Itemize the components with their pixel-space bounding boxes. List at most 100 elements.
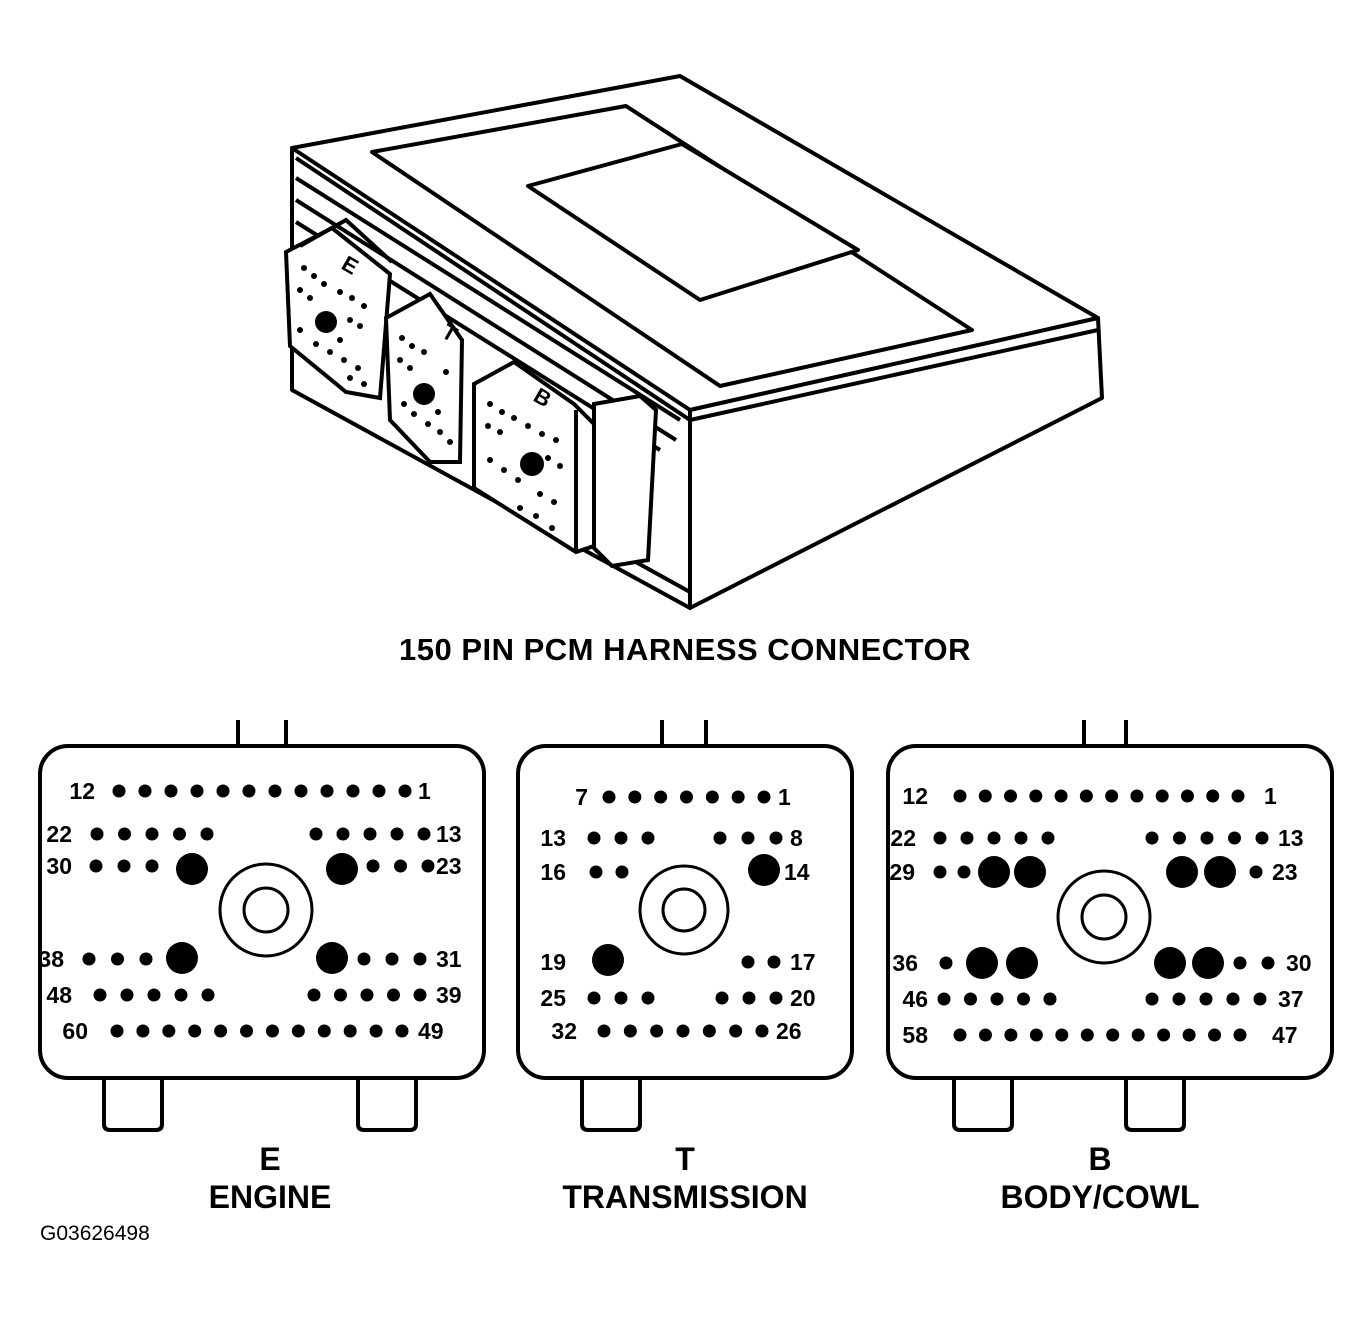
pin	[216, 784, 230, 798]
pin	[715, 991, 729, 1005]
pin-label-left: 60	[62, 1018, 88, 1044]
pin	[1226, 992, 1240, 1006]
pin	[117, 859, 131, 873]
pin	[957, 865, 971, 879]
pin-label-right: 17	[790, 949, 816, 975]
pin	[421, 859, 435, 873]
connector-t-center-ring	[638, 864, 730, 956]
pin	[390, 827, 404, 841]
pin	[1233, 956, 1247, 970]
pin-label-left: 46	[902, 986, 928, 1012]
pin	[1080, 1028, 1094, 1042]
pin	[978, 789, 992, 803]
pin-label-right: 1	[778, 784, 791, 810]
pin	[90, 827, 104, 841]
pin	[742, 991, 756, 1005]
pin	[597, 1024, 611, 1038]
power-pin	[1006, 947, 1038, 979]
pin-label-left: 13	[540, 825, 566, 851]
pin	[190, 784, 204, 798]
pin	[118, 827, 131, 841]
pin	[112, 784, 126, 798]
connector-t-body	[516, 744, 854, 1080]
pin	[1054, 789, 1068, 803]
connector-t-center-hole	[661, 887, 707, 933]
pin-label-right: 37	[1278, 986, 1304, 1012]
pin	[960, 831, 974, 845]
pin	[654, 790, 668, 804]
power-pin	[166, 942, 198, 974]
pin	[1079, 789, 1093, 803]
connector-b-foot	[1124, 1078, 1186, 1132]
pin	[680, 790, 693, 804]
pin	[138, 784, 152, 798]
pin	[713, 831, 727, 845]
pin-label-right: 8	[790, 825, 803, 851]
pin	[1004, 789, 1018, 803]
pin	[953, 1028, 967, 1042]
pin	[589, 865, 603, 879]
pin	[987, 831, 1001, 845]
pin	[336, 827, 350, 841]
pin-label-right: 47	[1272, 1022, 1298, 1048]
pin	[360, 988, 374, 1002]
pin	[214, 1024, 228, 1038]
pin	[614, 991, 628, 1005]
pin	[1208, 1028, 1222, 1042]
pin	[933, 831, 947, 845]
pin	[201, 988, 215, 1002]
pin	[741, 955, 755, 969]
pin	[387, 988, 400, 1002]
pin	[1206, 789, 1220, 803]
connector-b-center-ring	[1056, 869, 1152, 965]
pin	[145, 827, 159, 841]
pin	[413, 988, 427, 1002]
connector-b-caption: B BODY/COWL	[960, 1140, 1240, 1216]
pin	[767, 955, 781, 969]
pin	[1157, 1028, 1171, 1042]
connector-t-foot	[580, 1078, 642, 1132]
pin	[93, 988, 107, 1002]
pin	[676, 1024, 690, 1038]
pin	[1029, 789, 1043, 803]
pin	[1231, 789, 1245, 803]
pin-label-left: 22	[46, 821, 72, 847]
pin	[1014, 831, 1028, 845]
pin	[1029, 1028, 1043, 1042]
pin-label-right: 23	[436, 853, 462, 879]
pin	[317, 1024, 331, 1038]
connector-t-letter: T	[675, 1141, 695, 1177]
pin	[242, 784, 256, 798]
connector-e-center-ring	[218, 862, 314, 958]
pin	[1055, 1028, 1069, 1042]
pin	[602, 790, 616, 804]
pin-label-left: 58	[902, 1022, 928, 1048]
pin	[641, 991, 655, 1005]
pin	[757, 790, 771, 804]
pin	[953, 789, 967, 803]
power-pin	[748, 854, 780, 886]
pin-label-right: 30	[1286, 950, 1312, 976]
connector-e-caption: E ENGINE	[140, 1140, 400, 1216]
figure-code: G03626498	[40, 1222, 150, 1245]
pin-label-right: 1	[418, 778, 431, 804]
pin	[964, 992, 977, 1006]
power-pin	[1204, 856, 1236, 888]
pin	[120, 988, 134, 1002]
pin-label-left: 12	[902, 783, 928, 809]
pin	[1131, 1028, 1145, 1042]
module-plug-t: T	[383, 291, 465, 464]
pin	[731, 790, 745, 804]
pin-label-right: 39	[436, 982, 462, 1008]
pin	[309, 827, 323, 841]
pin-label-left: 30	[46, 853, 72, 879]
pin	[162, 1024, 176, 1038]
pin-label-left: 22	[890, 825, 916, 851]
pin	[1228, 831, 1241, 845]
pin	[1130, 789, 1144, 803]
power-pin	[1014, 856, 1046, 888]
pin	[188, 1024, 202, 1038]
module-plug-b: B	[472, 359, 659, 569]
